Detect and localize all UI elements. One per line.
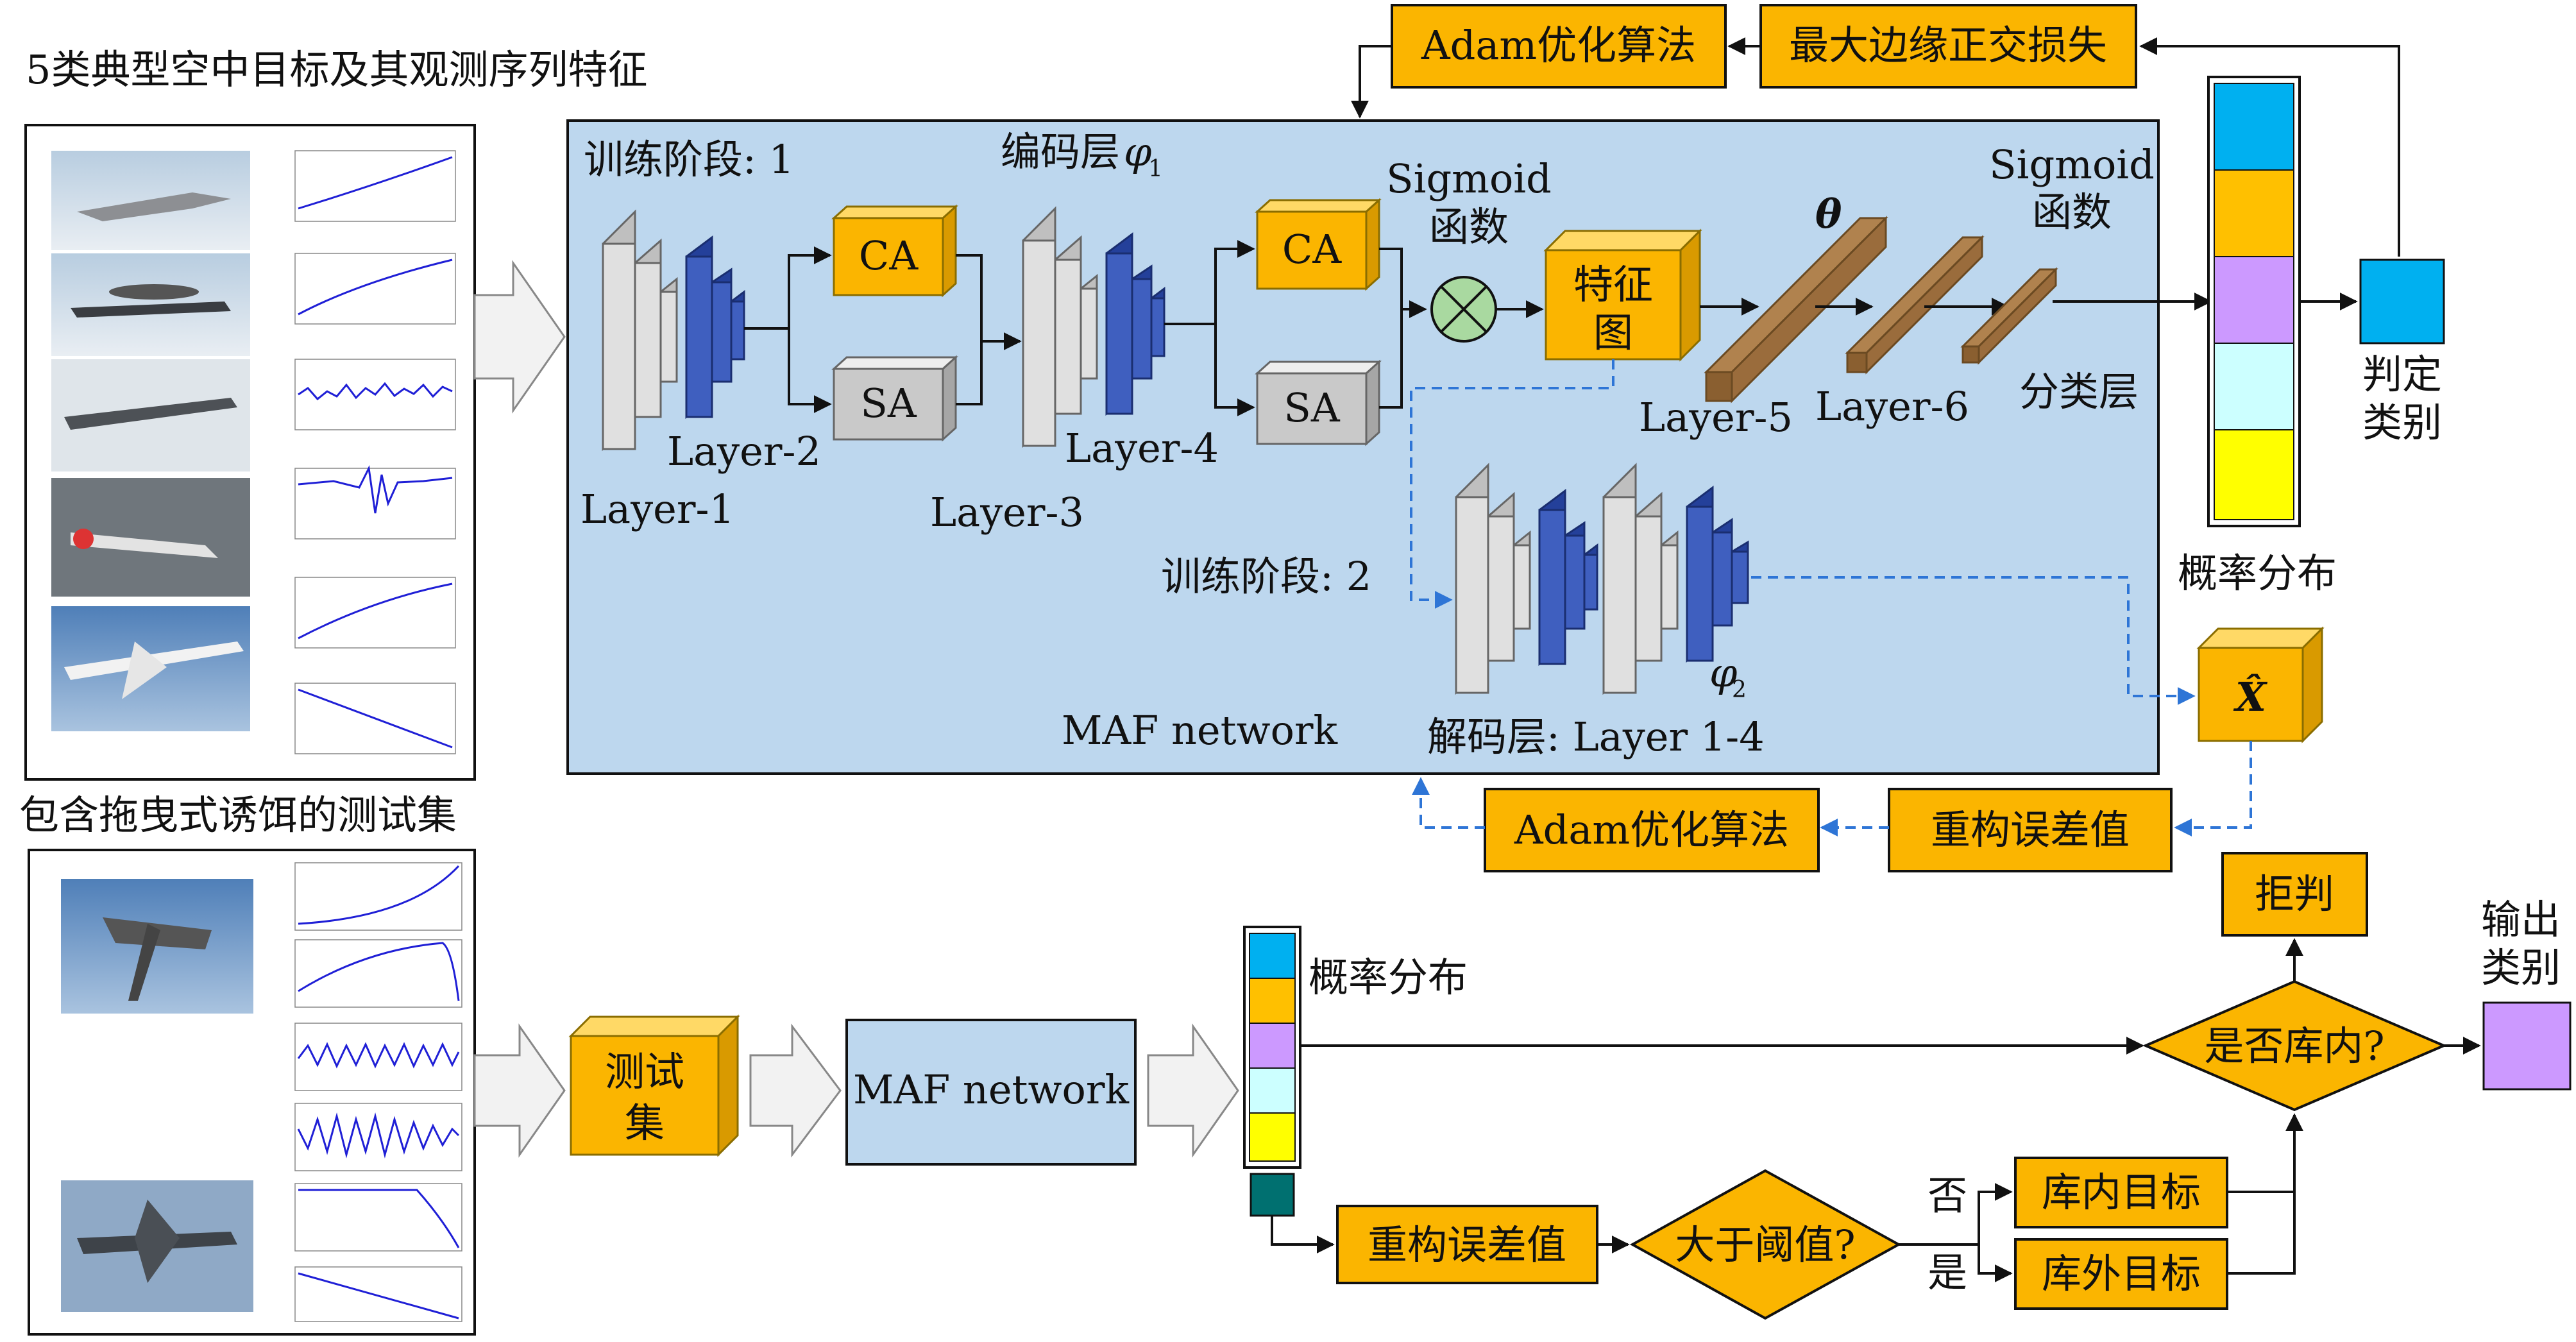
layer-1-label: Layer-1: [580, 486, 734, 532]
multiply-icon: [1430, 276, 1497, 343]
no-label: 否: [1928, 1172, 1967, 1219]
layer-5-label: Layer-5: [1639, 394, 1793, 441]
in-library-target-box: 库内目标: [2014, 1157, 2228, 1228]
svg-text:集: 集: [625, 1100, 665, 1146]
testset-title: 包含拖曳式诱饵的测试集: [19, 792, 457, 838]
svg-text:重构误差值: 重构误差值: [1931, 806, 2130, 853]
svg-text:2: 2: [1732, 677, 1747, 703]
testset-panel: [28, 849, 476, 1336]
theta-label: θ: [1815, 191, 1842, 237]
svg-text:φ: φ: [1124, 128, 1152, 175]
output-class-box: [2482, 1001, 2572, 1091]
svg-text:最大边缘正交损失: 最大边缘正交损失: [1789, 22, 2107, 69]
maf-network-box-bottom: MAF network: [845, 1019, 1137, 1166]
input-arrow-top: [473, 260, 566, 414]
svg-text:测试: 测试: [605, 1048, 684, 1095]
probability-distribution-bottom: [1243, 926, 1301, 1169]
reconstruction-error-bottom: 重构误差值: [1336, 1205, 1598, 1284]
decide-class-line1: 判定: [2362, 351, 2442, 398]
classifier-label: 分类层: [2019, 368, 2139, 415]
decoy-photo: [61, 879, 253, 1014]
fc-layer-6: [1845, 235, 1985, 375]
reconstruction-indicator: [1250, 1173, 1295, 1217]
sigmoid-1-label-line2: 函数: [1429, 203, 1509, 250]
svg-text:重构误差值: 重构误差值: [1368, 1221, 1566, 1268]
probability-label-top: 概率分布: [2178, 550, 2337, 597]
svg-text:φ: φ: [1709, 649, 1738, 696]
conv-block-layer-3-4: [1022, 206, 1165, 448]
decoder-block-a: [1455, 463, 1598, 695]
input-arrow-bottom: [473, 1023, 566, 1158]
testset-block: 测试 集: [568, 1014, 740, 1157]
svg-text:1: 1: [1148, 156, 1163, 182]
svg-text:库外目标: 库外目标: [2042, 1250, 2201, 1297]
svg-text:Adam优化算法: Adam优化算法: [1421, 22, 1696, 69]
decoder-label: 解码层: Layer 1-4: [1427, 713, 1765, 760]
adam-optimizer-bottom: Adam优化算法: [1484, 788, 1820, 872]
fc-layer-5: [1704, 216, 1888, 403]
channel-attention-block-2: CA: [1255, 198, 1382, 291]
out-library-target-box: 库外目标: [2014, 1238, 2228, 1310]
svg-text:是否库内?: 是否库内?: [2204, 1023, 2384, 1069]
svg-text:编码层: 编码层: [1001, 128, 1120, 175]
sigmoid-2-label-line1: Sigmoid: [1989, 141, 2155, 188]
svg-text:CA: CA: [859, 232, 919, 279]
reconstruction-error-top: 重构误差值: [1888, 788, 2173, 872]
feature-map-block: 特征 图: [1543, 228, 1702, 362]
svg-text:MAF network: MAF network: [853, 1066, 1130, 1113]
feature-plots-top: [294, 150, 456, 754]
output-class-line2: 类别: [2481, 944, 2561, 991]
reconstruction-xhat-block: X̂: [2196, 626, 2325, 743]
probability-label-bottom: 概率分布: [1309, 954, 1468, 1001]
encoder-label: 编码层 φ 1: [1001, 128, 1163, 182]
svg-text:大于阈值?: 大于阈值?: [1675, 1221, 1855, 1268]
max-margin-loss-box: 最大边缘正交损失: [1759, 4, 2137, 89]
reject-box: 拒判: [2221, 852, 2368, 937]
arrow-to-prob-bottom: [1147, 1023, 1239, 1158]
svg-text:X̂: X̂: [2233, 674, 2268, 720]
threshold-decision: 大于阈值?: [1629, 1169, 1902, 1320]
layer-6-label: Layer-6: [1815, 383, 1969, 430]
svg-text:拒判: 拒判: [2255, 871, 2334, 917]
layer-3-label: Layer-3: [930, 489, 1084, 536]
sigmoid-2-label-line2: 函数: [2032, 189, 2112, 235]
phi2-label: φ 2: [1709, 649, 1747, 703]
decided-class-box: [2359, 259, 2445, 344]
in-library-decision: 是否库内?: [2142, 980, 2448, 1112]
conv-block-layer-1-2: [602, 209, 745, 452]
layer-4-label: Layer-4: [1065, 425, 1219, 471]
svg-text:SA: SA: [860, 380, 917, 427]
classification-layer: [1960, 267, 2058, 365]
arrow-to-network-bottom: [749, 1023, 842, 1158]
maf-network-label: MAF network: [1062, 707, 1338, 754]
spatial-attention-block-1: SA: [831, 355, 958, 442]
svg-text:特征: 特征: [1573, 261, 1653, 308]
adam-optimizer-top: Adam优化算法: [1391, 4, 1727, 89]
svg-text:SA: SA: [1284, 384, 1340, 431]
spatial-attention-block-2: SA: [1255, 359, 1382, 446]
decide-class-line2: 类别: [2362, 399, 2442, 446]
layer-2-label: Layer-2: [667, 428, 821, 475]
output-class-line1: 输出: [2481, 896, 2561, 943]
sigmoid-1-label-line1: Sigmoid: [1386, 155, 1552, 202]
training-stage-1-label: 训练阶段: 1: [584, 136, 794, 183]
probability-distribution-top: [2207, 76, 2301, 527]
svg-text:Adam优化算法: Adam优化算法: [1514, 806, 1789, 853]
dataset-panel: [24, 124, 476, 781]
svg-text:图: 图: [1593, 309, 1633, 356]
decoder-block-b: [1602, 463, 1749, 695]
training-stage-2-label: 训练阶段: 2: [1161, 553, 1371, 600]
dataset-title: 5类典型空中目标及其观测序列特征: [26, 46, 647, 93]
svg-text:库内目标: 库内目标: [2042, 1169, 2201, 1216]
svg-text:CA: CA: [1282, 226, 1342, 273]
channel-attention-block-1: CA: [831, 204, 958, 298]
yes-label: 是: [1928, 1249, 1967, 1296]
